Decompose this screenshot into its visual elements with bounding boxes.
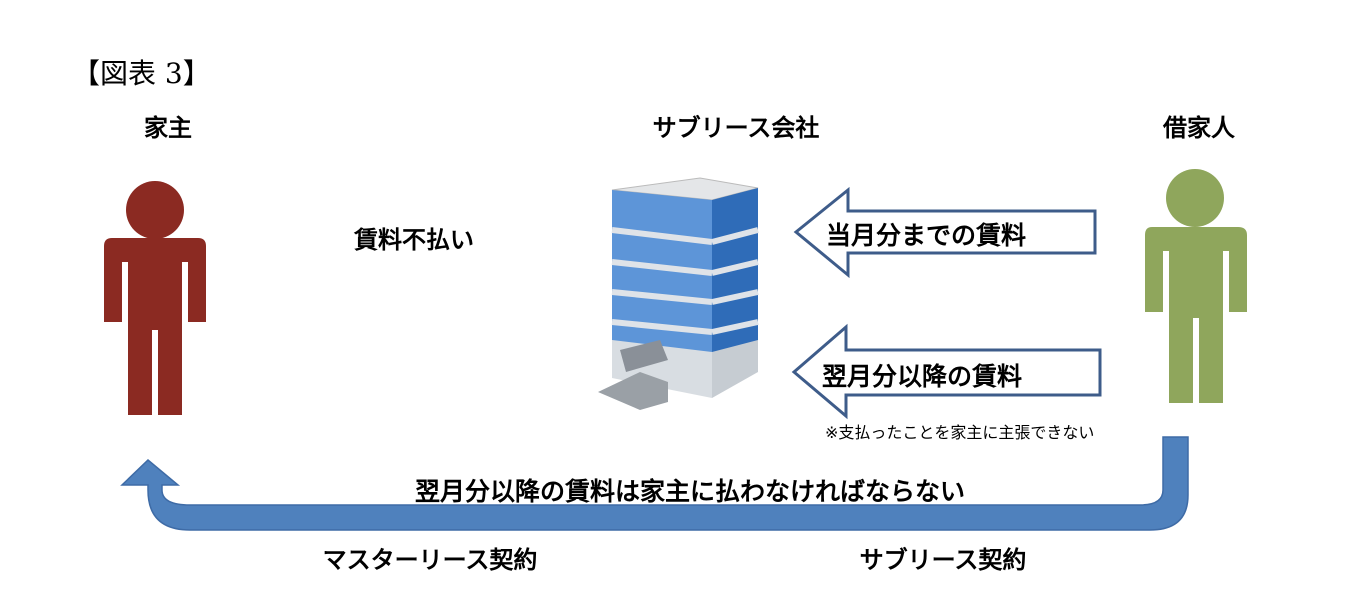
tenant-person-icon [1145,169,1247,403]
must-pay-landlord-label: 翌月分以降の賃料は家主に払わなければならない [414,477,966,506]
master-lease-contract-label: マスターリース契約 [322,546,538,574]
future-rent-note: ※支払ったことを家主に主張できない [825,423,1095,442]
non-payment-label: 賃料不払い [354,226,474,254]
tenant-label: 借家人 [1163,114,1235,142]
landlord-label: 家主 [144,114,192,142]
future-rent-arrow [791,323,1102,420]
figure-title: 【図表 3】 [72,57,211,90]
payment-flow-u-arrow [120,436,1189,531]
sublease-contract-label: サブリース契約 [859,546,1027,574]
landlord-person-icon [104,181,206,415]
future-rent-label: 翌月分以降の賃料 [822,362,1023,391]
current-rent-label: 当月分までの賃料 [826,221,1027,250]
office-building-icon [598,177,759,410]
sublease-company-label: サブリース会社 [652,114,820,142]
current-rent-arrow [793,186,1097,279]
